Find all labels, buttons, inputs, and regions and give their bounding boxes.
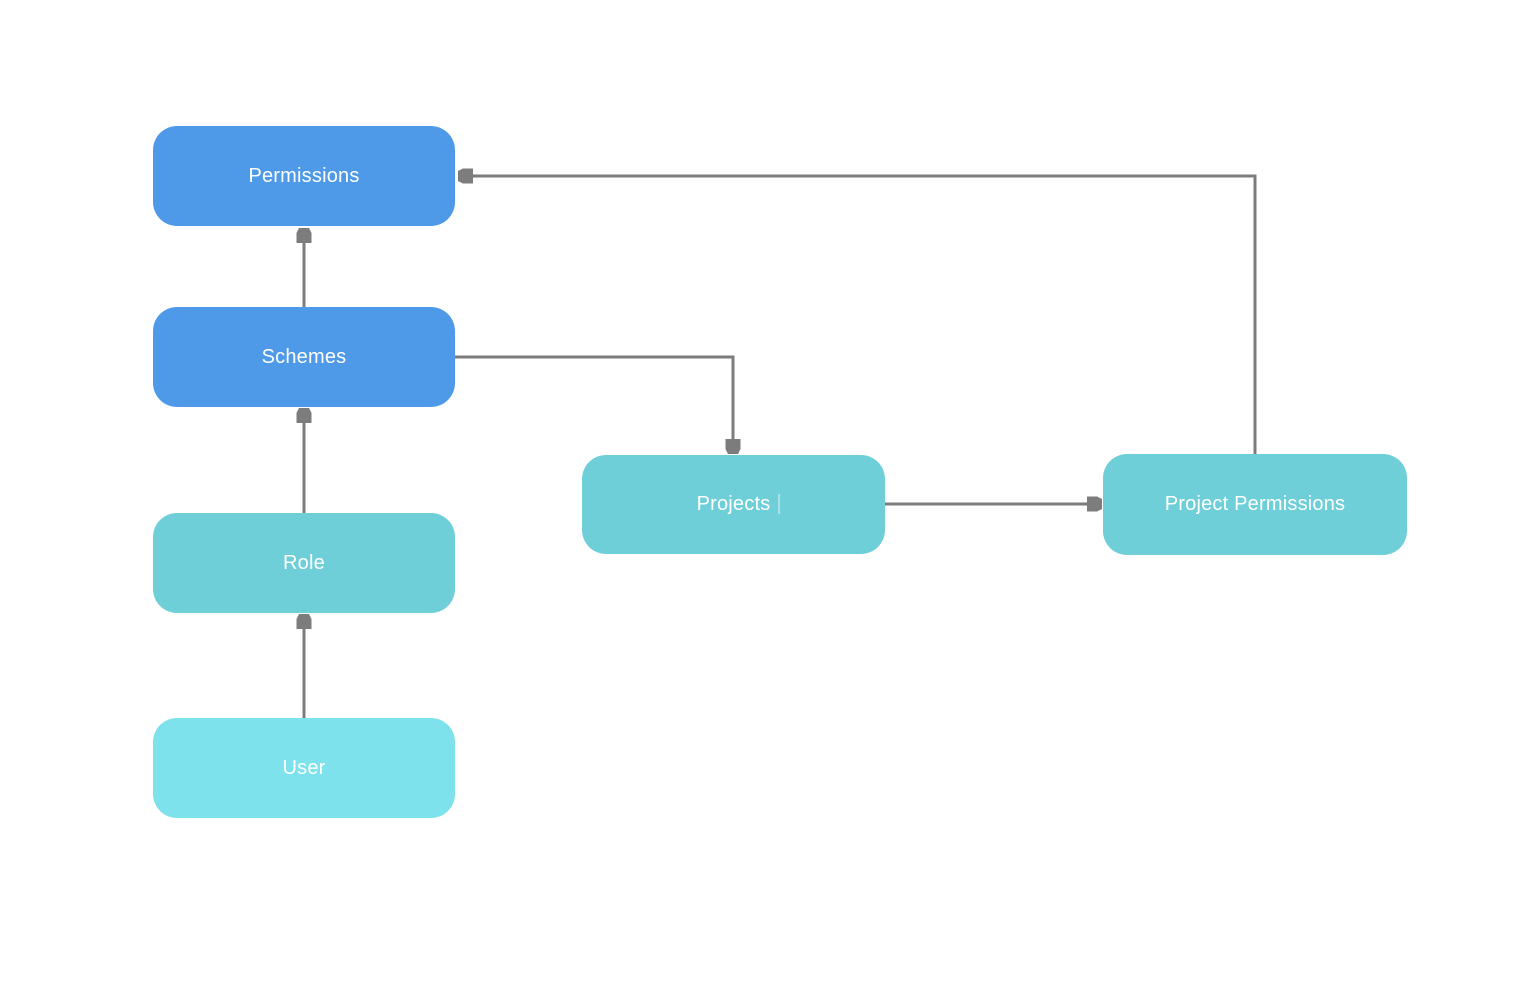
connector-project-permissions-to-permissions: [461, 176, 1257, 454]
node-schemes[interactable]: Schemes: [153, 307, 455, 407]
connector-schemes-to-projects: [455, 355, 733, 451]
node-role[interactable]: Role: [153, 513, 455, 613]
node-schemes-label: Schemes: [261, 345, 347, 368]
node-user-label: User: [282, 756, 326, 779]
node-permissions[interactable]: Permissions: [153, 126, 455, 226]
node-permissions-label: Permissions: [248, 164, 360, 187]
text-caret: [778, 494, 780, 514]
node-role-label: Role: [283, 551, 325, 574]
node-project-permissions-label: Project Permissions: [1164, 493, 1346, 515]
node-projects-label: Projects: [696, 493, 771, 515]
node-user[interactable]: User: [153, 718, 455, 818]
node-projects[interactable]: Projects: [582, 455, 885, 554]
node-project-permissions[interactable]: Project Permissions: [1103, 454, 1407, 555]
